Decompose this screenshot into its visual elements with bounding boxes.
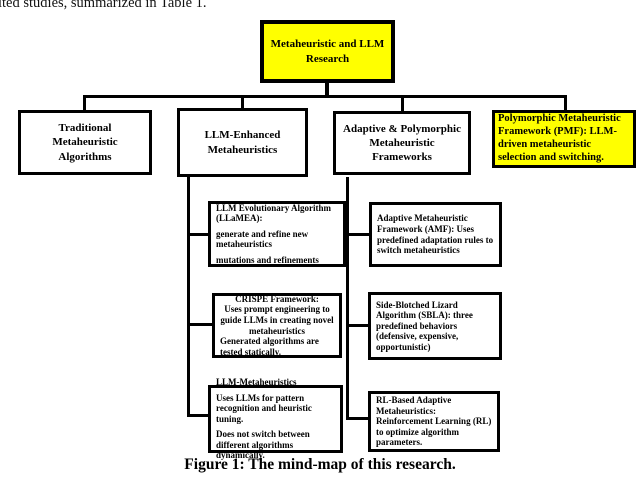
connector-horizontal-bar [83,95,567,98]
connector-root-trunk [325,83,329,97]
connector-left-stub-llm-metaheuristics [187,414,209,417]
connector-right-stub-sbla [346,324,369,327]
llm-metaheuristics-title: LLM-Metaheuristics [216,377,297,388]
crispe-title: CRISPE Framework: [235,293,319,304]
rl-text: RL-Based Adaptive Metaheuristics: Reinfo… [376,395,492,448]
connector-stub-llm-enhanced [241,95,244,109]
node-crispe-framework: CRISPE Framework: Uses prompt engineerin… [212,293,342,358]
llm-metaheuristics-point-2: Does not switch between different algori… [216,429,310,461]
node-polymorphic-metaheuristic-framework: Polymorphic Metaheuristic Framework (PMF… [492,110,636,168]
connector-right-trunk [346,177,349,420]
crispe-point-1: Generated algorithms are tested statical… [220,336,319,357]
node-llm-enhanced-metaheuristics: LLM-Enhanced Metaheuristics [177,108,308,177]
figure-caption: Figure 1: The mind-map of this research. [184,456,456,473]
llamea-point-1: generate and refine new metaheuristics [216,228,309,250]
connector-stub-traditional [83,95,86,111]
node-adaptive-polymorphic-frameworks: Adaptive & Polymorphic Metaheuristic Fra… [333,111,471,175]
node-sbla: Side-Blotched Lizard Algorithm (SBLA): t… [368,292,502,360]
sbla-text: Side-Blotched Lizard Algorithm (SBLA): t… [376,299,473,352]
connector-stub-pmf [564,95,567,111]
node-llamea: LLM Evolutionary Algorithm (LLaMEA): gen… [208,201,346,267]
llamea-point-2: mutations and refinements [216,254,319,265]
node-rl-adaptive-metaheuristics: RL-Based Adaptive Metaheuristics: Reinfo… [368,391,500,452]
node-llm-metaheuristics: LLM-Metaheuristics Uses LLMs for pattern… [208,377,343,460]
llm-metaheuristics-point-1: Uses LLMs for pattern recognition and he… [216,392,312,424]
connector-left-stub-crispe [187,323,213,326]
llamea-title: LLM Evolutionary Algorithm (LLaMEA): [216,202,332,224]
body-text-fragment: ited studies, summarized in Table 1. [0,0,207,11]
node-root: Metaheuristic and LLM Research [260,20,395,83]
crispe-body: Uses prompt engineering to guide LLMs in… [220,304,334,336]
node-traditional-metaheuristics: Traditional Metaheuristic Algorithms [18,110,152,175]
connector-left-stub-llamea [187,233,209,236]
connector-right-stub-amf [346,233,370,236]
connector-right-stub-rl [346,417,369,420]
connector-stub-adaptive [401,95,404,112]
node-amf: Adaptive Metaheuristic Framework (AMF): … [369,202,502,267]
amf-text: Adaptive Metaheuristic Framework (AMF): … [377,213,494,256]
connector-left-trunk [187,177,190,417]
